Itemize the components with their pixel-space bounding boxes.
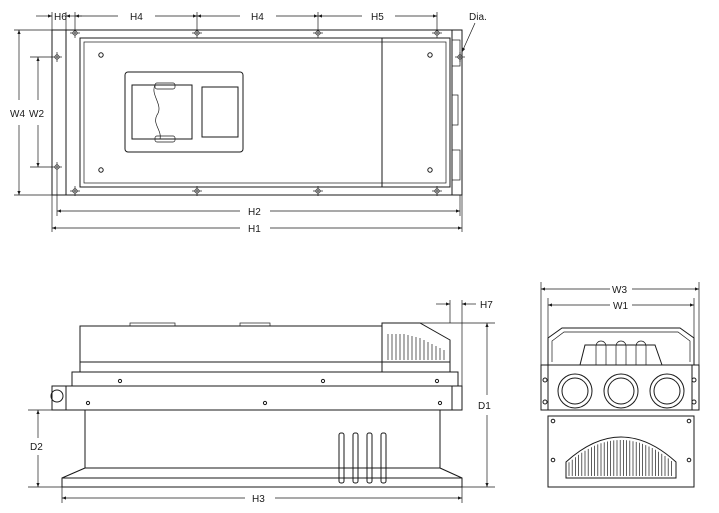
side-view: H7 D1 D2 H3 xyxy=(28,300,495,505)
label-d1: D1 xyxy=(478,401,491,412)
side-view-cover xyxy=(79,322,451,373)
label-w1: W1 xyxy=(613,301,628,312)
end-view-cover xyxy=(547,327,695,365)
label-h2: H2 xyxy=(248,207,261,218)
grille-slats xyxy=(568,440,672,476)
end-view-fan-grille xyxy=(547,415,695,488)
top-view-mounting-plate xyxy=(51,29,463,196)
label-w4: W4 xyxy=(10,109,25,120)
mounting-holes xyxy=(52,28,465,196)
label-h5: H5 xyxy=(371,12,384,23)
label-h4-right: H4 xyxy=(251,12,264,23)
keypad-window xyxy=(124,71,244,153)
end-view: W3 W1 xyxy=(540,282,700,488)
label-h4-left: H4 xyxy=(130,12,143,23)
label-w2: W2 xyxy=(29,109,44,120)
end-view-mounting-plate xyxy=(540,364,700,411)
label-d2: D2 xyxy=(30,442,43,453)
side-view-flange xyxy=(51,385,463,411)
label-w3: W3 xyxy=(612,285,627,296)
conduit-knockouts xyxy=(557,373,685,409)
label-h3: H3 xyxy=(252,494,265,505)
label-h1: H1 xyxy=(248,224,261,235)
label-h7: H7 xyxy=(480,300,493,311)
label-h6: H6 xyxy=(54,12,67,23)
label-dia: Dia. xyxy=(469,12,487,23)
top-view: H6 H4 H4 H5 Dia. W4 W2 H2 H1 xyxy=(10,12,487,235)
top-view-enclosure xyxy=(79,37,451,188)
side-view-heatsink xyxy=(61,410,463,488)
